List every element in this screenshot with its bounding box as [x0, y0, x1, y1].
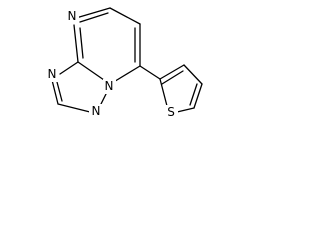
- svg-text:S: S: [167, 105, 175, 119]
- bond-c9-n3: [73, 24, 79, 63]
- bond-c8-n1: [111, 65, 141, 84]
- svg-text:N: N: [92, 104, 101, 118]
- bond-c6-c7: [109, 7, 141, 25]
- atom-n-pyrimidine: N: [66, 9, 79, 24]
- bond-c8-c11: [139, 65, 161, 80]
- bond-c12-c13: [183, 64, 203, 85]
- bond-c9-n3-inner: [79, 27, 84, 59]
- bond-c11-c12-inner: [161, 70, 184, 85]
- atom-n-triazole-left: N: [46, 67, 59, 82]
- bond-n4-c10: [51, 79, 59, 105]
- bond-c13-c14: [193, 83, 203, 109]
- bond-c11-c12: [159, 64, 185, 80]
- molecule-structure: N N N N S: [46, 7, 203, 120]
- bond-c5-c6: [75, 7, 111, 19]
- atom-n-triazole-bottom: N: [89, 104, 102, 119]
- bond-c9-n4: [59, 61, 79, 75]
- svg-text:N: N: [68, 9, 77, 23]
- bond-n4-c10-inner: [56, 81, 63, 102]
- bond-c13-c14-inner: [189, 83, 198, 106]
- atom-s-thiophene: S: [165, 105, 178, 120]
- bond-c14-s1: [176, 107, 195, 113]
- svg-text:N: N: [105, 79, 114, 93]
- bond-n1-c9: [77, 61, 105, 81]
- bond-c10-n2: [57, 103, 91, 113]
- bond-s1-c11: [159, 78, 168, 107]
- bond-c5-c6-inner: [79, 12, 109, 23]
- atom-n-bridgehead: N: [103, 79, 116, 94]
- svg-text:N: N: [48, 67, 57, 81]
